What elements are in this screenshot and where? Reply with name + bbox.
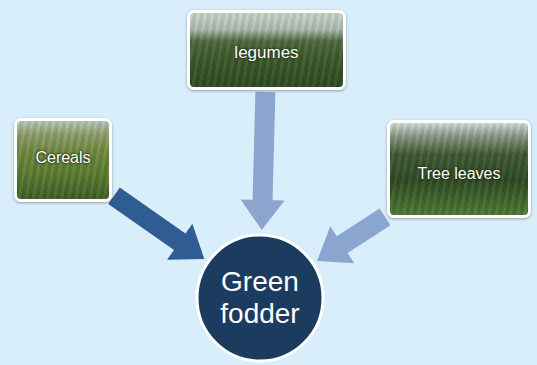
tree-leaves-photo-box: Tree leaves [387,120,531,218]
node-title: Green fodder [210,266,310,330]
circle-fill [197,235,323,361]
green-fodder-circle: Green fodder [195,233,325,363]
photo-label: Cereals [17,149,109,167]
block-arrow [241,92,285,230]
block-arrow [108,188,204,260]
legumes-photo-box: legumes [187,10,346,90]
photo-label: legumes [190,43,343,63]
cereals-photo-box: Cereals [14,118,112,202]
photo-label: Tree leaves [390,165,528,183]
block-arrow [317,209,390,264]
